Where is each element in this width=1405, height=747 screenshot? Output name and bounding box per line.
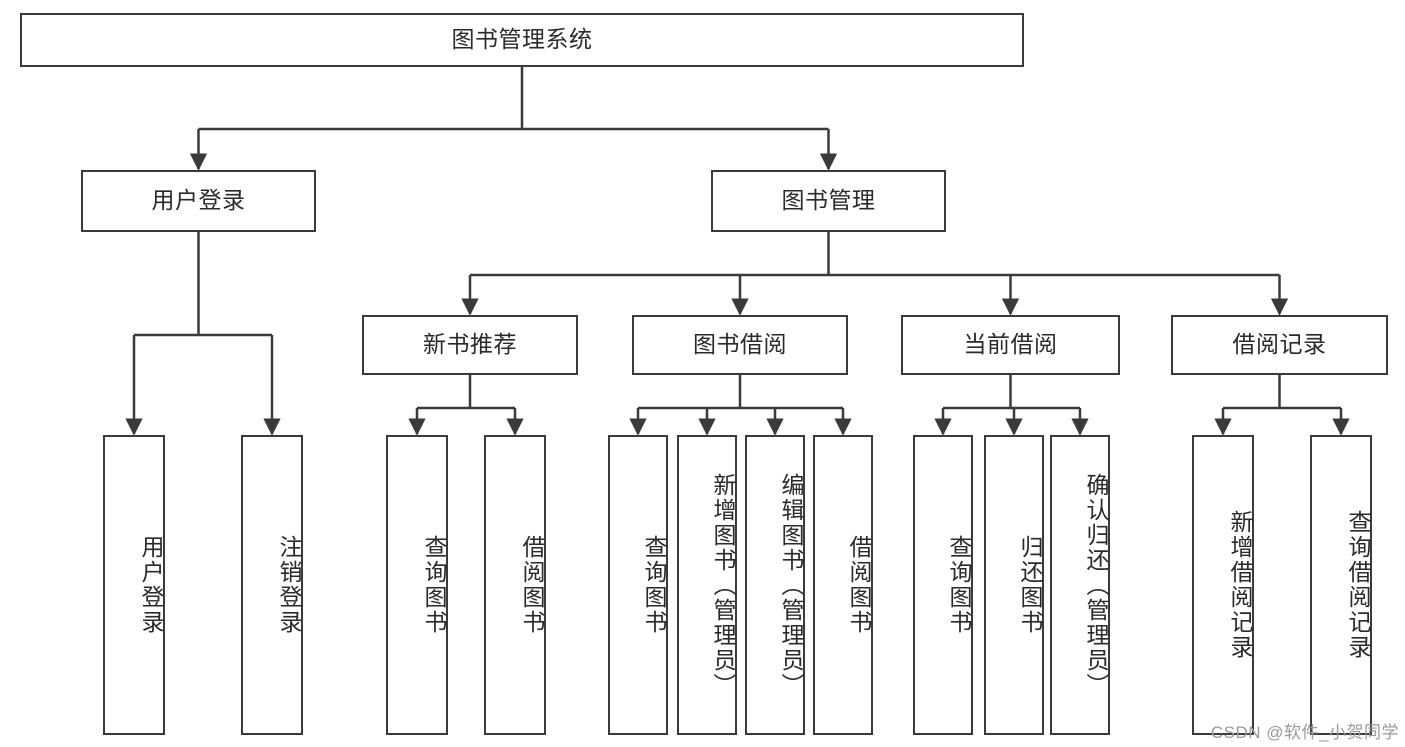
node-label: 编辑图书（管理员）: [778, 472, 804, 698]
node-bookmgmt[interactable]: 图书管理: [711, 170, 946, 232]
node-login-1[interactable]: 用户登录: [103, 435, 165, 735]
node-label: 新书推荐: [423, 331, 517, 358]
node-label: 图书管理: [781, 187, 876, 214]
node-label: 用户登录: [138, 535, 164, 635]
node-newbook-2[interactable]: 借阅图书: [484, 435, 546, 735]
node-label: 归还图书: [1017, 535, 1043, 635]
node-borrow-4[interactable]: 借阅图书: [813, 435, 873, 735]
node-current-2[interactable]: 归还图书: [984, 435, 1044, 735]
node-login-2[interactable]: 注销登录: [241, 435, 303, 735]
node-label: 查询图书: [641, 535, 667, 635]
node-label: 借阅图书: [519, 535, 545, 635]
node-current[interactable]: 当前借阅: [901, 315, 1120, 375]
node-records[interactable]: 借阅记录: [1171, 315, 1388, 375]
node-current-3[interactable]: 确认归还（管理员）: [1050, 435, 1110, 735]
node-borrow-1[interactable]: 查询图书: [608, 435, 668, 735]
node-current-1[interactable]: 查询图书: [913, 435, 973, 735]
node-label: 查询借阅记录: [1345, 510, 1371, 660]
node-label: 查询图书: [421, 535, 447, 635]
node-label: 注销登录: [276, 535, 302, 635]
node-borrow-2[interactable]: 新增图书（管理员）: [677, 435, 737, 735]
node-label: 新增图书（管理员）: [710, 472, 736, 698]
node-root[interactable]: 图书管理系统: [20, 13, 1024, 67]
node-label: 图书管理系统: [451, 26, 593, 53]
node-label: 确认归还（管理员）: [1083, 472, 1109, 698]
node-label: 图书借阅: [693, 331, 787, 358]
node-label: 用户登录: [151, 187, 246, 214]
watermark: CSDN @软件_小贺同学: [1210, 723, 1399, 742]
node-borrow-3[interactable]: 编辑图书（管理员）: [745, 435, 805, 735]
node-label: 新增借阅记录: [1227, 510, 1253, 660]
node-label: 查询图书: [946, 535, 972, 635]
node-login[interactable]: 用户登录: [81, 170, 316, 232]
node-label: 当前借阅: [963, 331, 1058, 358]
node-newbook-1[interactable]: 查询图书: [386, 435, 448, 735]
node-label: 借阅图书: [846, 535, 872, 635]
node-label: 借阅记录: [1232, 331, 1327, 358]
node-records-1[interactable]: 新增借阅记录: [1192, 435, 1254, 735]
node-borrow[interactable]: 图书借阅: [632, 315, 848, 375]
node-newbook[interactable]: 新书推荐: [362, 315, 578, 375]
node-records-2[interactable]: 查询借阅记录: [1310, 435, 1372, 735]
